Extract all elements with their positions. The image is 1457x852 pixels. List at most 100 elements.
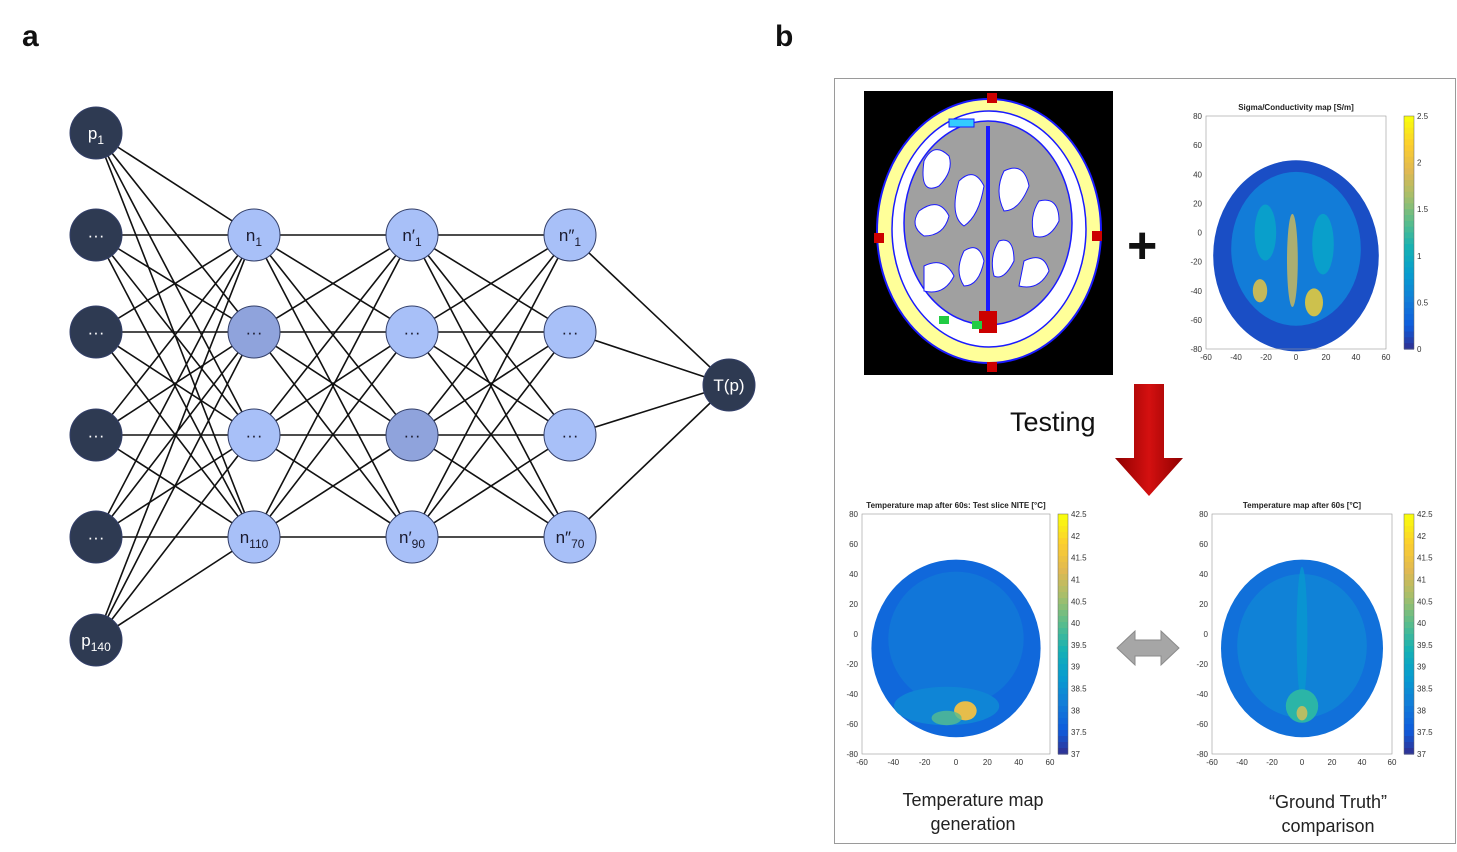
plot-cond-ytick: 20 (1193, 199, 1202, 208)
edge-input-4-to-h1-1 (95, 331, 255, 538)
edge-input-0-to-h1-1 (95, 132, 255, 333)
plot-gen-image (871, 559, 1041, 738)
plot-truth-colorbar-tick: 37.5 (1417, 728, 1433, 737)
comparison-arrow-icon (1116, 629, 1180, 667)
plot-cond-colorbar-tick: 2 (1417, 159, 1422, 168)
node-h1-2-label: ··· (246, 426, 263, 445)
testing-label: Testing (1010, 407, 1096, 437)
caption-generation: Temperature map generation (873, 788, 1073, 836)
plot-gen-colorbar (1057, 513, 1069, 755)
panel-b-letter: b (775, 20, 794, 53)
plot-gen-ytick: 0 (854, 630, 859, 639)
plot-truth-colorbar-tick: 40 (1417, 619, 1426, 628)
plot-gen-colorbar-tick: 40 (1071, 619, 1080, 628)
edge-input-3-to-h1-1 (95, 331, 255, 436)
plot-cond-xtick: 40 (1352, 353, 1361, 362)
plot-truth-ytick: 60 (1199, 540, 1208, 549)
plot-gen-colorbar-tick: 39 (1071, 663, 1080, 672)
edge-h3-1-to-output (569, 331, 730, 386)
plot-cond-colorbar (1403, 115, 1415, 350)
conductivity-map-plot: Sigma/Conductivity map [S/m]806040200-20… (1190, 103, 1429, 362)
node-h1-1-label: ··· (246, 323, 263, 342)
plot-cond-ytick: 40 (1193, 170, 1202, 179)
plot-truth-title: Temperature map after 60s [°C] (1243, 501, 1362, 510)
neural-network-diagram: p1············p140n1······n110n′1······n… (69, 106, 756, 667)
plot-gen-ytick: -20 (846, 660, 858, 669)
plot-truth-xtick: -40 (1236, 758, 1248, 767)
plot-truth-xtick: -60 (1206, 758, 1218, 767)
plot-gen-xtick: -20 (919, 758, 931, 767)
plot-cond-ytick: 60 (1193, 141, 1202, 150)
node-input-3: ··· (69, 408, 123, 462)
plot-cond-ytick: -40 (1190, 287, 1202, 296)
node-h1-0-label: n1 (246, 226, 262, 249)
node-h2-0: n′1 (385, 208, 439, 262)
node-input-2: ··· (69, 305, 123, 359)
plot-gen-ytick: 60 (849, 540, 858, 549)
node-h1-3-label: n110 (240, 528, 269, 551)
plot-gen-colorbar-tick: 41.5 (1071, 554, 1087, 563)
plot-gen-ytick: -80 (846, 750, 858, 759)
edge-h3-0-to-output (569, 234, 730, 386)
plot-truth-image (1221, 559, 1383, 738)
node-h2-2-label: ··· (404, 426, 421, 445)
ground-truth-temperature-plot: Temperature map after 60s [°C]806040200-… (1196, 501, 1433, 767)
node-h2-1-label: ··· (404, 323, 421, 342)
node-input-4: ··· (69, 510, 123, 564)
edge-h1-3-to-h2-0 (253, 234, 413, 538)
testing-arrow-icon (1115, 384, 1183, 496)
generated-temperature-plot: Temperature map after 60s: Test slice NI… (846, 501, 1087, 767)
plot-cond-xtick: 60 (1382, 353, 1391, 362)
plot-truth-colorbar-tick: 37 (1417, 750, 1426, 759)
plot-cond-colorbar-tick: 0.5 (1417, 298, 1429, 307)
plus-sign: + (1127, 217, 1158, 275)
plot-truth-xtick: -20 (1266, 758, 1278, 767)
plot-cond-xtick: -20 (1260, 353, 1272, 362)
plot-gen-colorbar-tick: 40.5 (1071, 597, 1087, 606)
plot-truth-ytick: -40 (1196, 690, 1208, 699)
plot-truth-ytick: 80 (1199, 510, 1208, 519)
plot-cond-xtick: 0 (1294, 353, 1299, 362)
node-h3-0-label: n″1 (559, 226, 581, 249)
edge-h2-3-to-h3-0 (411, 234, 571, 538)
edge-h1-1-to-h2-0 (253, 234, 413, 333)
edge-h1-3-to-h2-1 (253, 331, 413, 538)
plot-cond-colorbar-tick: 1.5 (1417, 205, 1429, 214)
plot-gen-xtick: -40 (888, 758, 900, 767)
node-output: T(p) (702, 358, 756, 412)
edge-input-5-to-h1-0 (95, 234, 255, 641)
plot-cond-xtick: -60 (1200, 353, 1212, 362)
edge-input-5-to-h1-1 (95, 331, 255, 641)
node-h2-3-label: n′90 (399, 528, 425, 551)
plot-cond-ytick: 0 (1198, 229, 1203, 238)
plot-gen-colorbar-tick: 38.5 (1071, 685, 1087, 694)
plot-truth-ytick: -60 (1196, 720, 1208, 729)
caption-generation-line1: Temperature map (902, 790, 1044, 810)
edge-h2-3-to-h3-1 (411, 331, 571, 538)
plot-gen-colorbar-tick: 39.5 (1071, 641, 1087, 650)
plot-truth-colorbar-tick: 39 (1417, 663, 1426, 672)
plot-cond-colorbar-tick: 1 (1417, 252, 1422, 261)
plot-cond-image (1213, 160, 1379, 352)
plot-cond-title: Sigma/Conductivity map [S/m] (1238, 103, 1354, 112)
edge-h3-2-to-output (569, 384, 730, 436)
plot-truth-colorbar-tick: 38.5 (1417, 685, 1433, 694)
edge-h2-2-to-h3-1 (411, 331, 571, 436)
plot-cond-colorbar-tick: 2.5 (1417, 112, 1429, 121)
node-input-2-label: ··· (88, 323, 105, 342)
node-h2-2: ··· (385, 408, 439, 462)
node-h3-1-label: ··· (562, 323, 579, 342)
plot-truth-ytick: 0 (1204, 630, 1209, 639)
caption-generation-line2: generation (930, 814, 1016, 834)
edge-h3-3-to-output (569, 384, 730, 538)
plot-gen-colorbar-tick: 41 (1071, 575, 1080, 584)
node-h3-0: n″1 (543, 208, 597, 262)
plot-gen-ytick: 20 (849, 600, 858, 609)
plot-truth-ytick: -80 (1196, 750, 1208, 759)
edge-h1-2-to-h2-1 (253, 331, 413, 436)
node-h3-2-label: ··· (562, 426, 579, 445)
plot-truth-colorbar-tick: 42 (1417, 532, 1426, 541)
node-input-1: ··· (69, 208, 123, 262)
plot-gen-title: Temperature map after 60s: Test slice NI… (866, 501, 1046, 510)
plot-truth-colorbar-tick: 39.5 (1417, 641, 1433, 650)
